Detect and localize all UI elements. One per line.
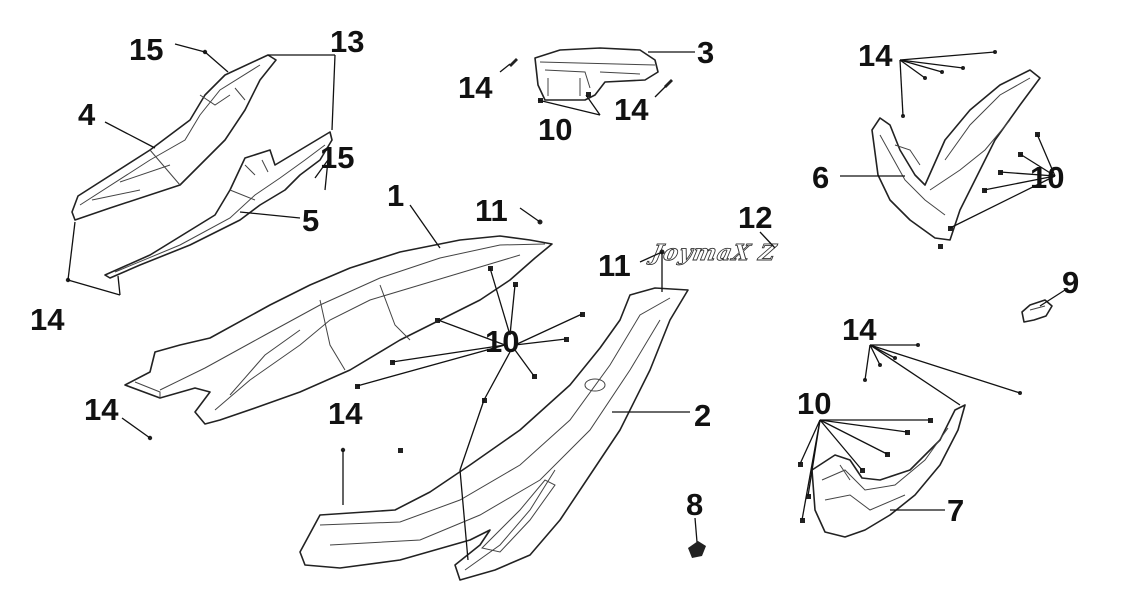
callout-2: 2	[694, 398, 711, 433]
callout-10-lower-right: 10	[797, 386, 831, 421]
callout-3: 3	[697, 35, 714, 70]
leader-lines	[67, 43, 1066, 561]
callout-6: 6	[812, 160, 829, 195]
part-5-lower-side-cover	[104, 131, 333, 279]
part-6-front-upper-cowl	[871, 69, 1041, 241]
callout-8: 8	[686, 487, 703, 522]
callout-14-bottom-left: 14	[84, 392, 119, 427]
callout-14-top-left: 14	[458, 70, 493, 105]
callout-12: 12	[738, 200, 772, 235]
callout-1: 1	[387, 178, 404, 213]
callout-10-center: 10	[485, 324, 519, 359]
callout-11-center: 11	[475, 193, 508, 228]
callout-11-right: 11	[598, 248, 631, 283]
callout-14-left: 14	[30, 302, 65, 337]
part-4-upper-side-cover	[71, 54, 277, 221]
callout-4: 4	[78, 97, 96, 132]
callout-7: 7	[947, 493, 964, 528]
callout-5: 5	[302, 203, 319, 238]
callout-13: 13	[330, 24, 364, 59]
callout-10-right: 10	[1030, 160, 1064, 195]
part-3-rear-center-cover	[534, 47, 659, 101]
part-1-left-body-cover	[124, 235, 553, 425]
callout-10-top: 10	[538, 112, 572, 147]
part-8-clip	[688, 541, 706, 558]
callout-14-upper-right: 14	[858, 38, 893, 73]
part-2-right-body-cover	[299, 287, 689, 581]
callout-14-lower-right: 14	[842, 312, 877, 347]
callout-15-right: 15	[320, 140, 354, 175]
logo-decal-text: JoymaX Z	[646, 240, 780, 266]
callout-labels: 15 13 4 15 5 14 1 11 11 3 14 14 10 10 14…	[30, 24, 1079, 528]
callout-14-bottom-center: 14	[328, 396, 363, 431]
part-9-bolt	[1021, 299, 1053, 323]
callout-14-top-right: 14	[614, 92, 649, 127]
part-12-logo-decal: JoymaX Z	[645, 240, 780, 267]
callout-9: 9	[1062, 265, 1079, 300]
part-7-front-lower-cover	[811, 404, 966, 538]
callout-15-upper-left: 15	[129, 32, 163, 67]
